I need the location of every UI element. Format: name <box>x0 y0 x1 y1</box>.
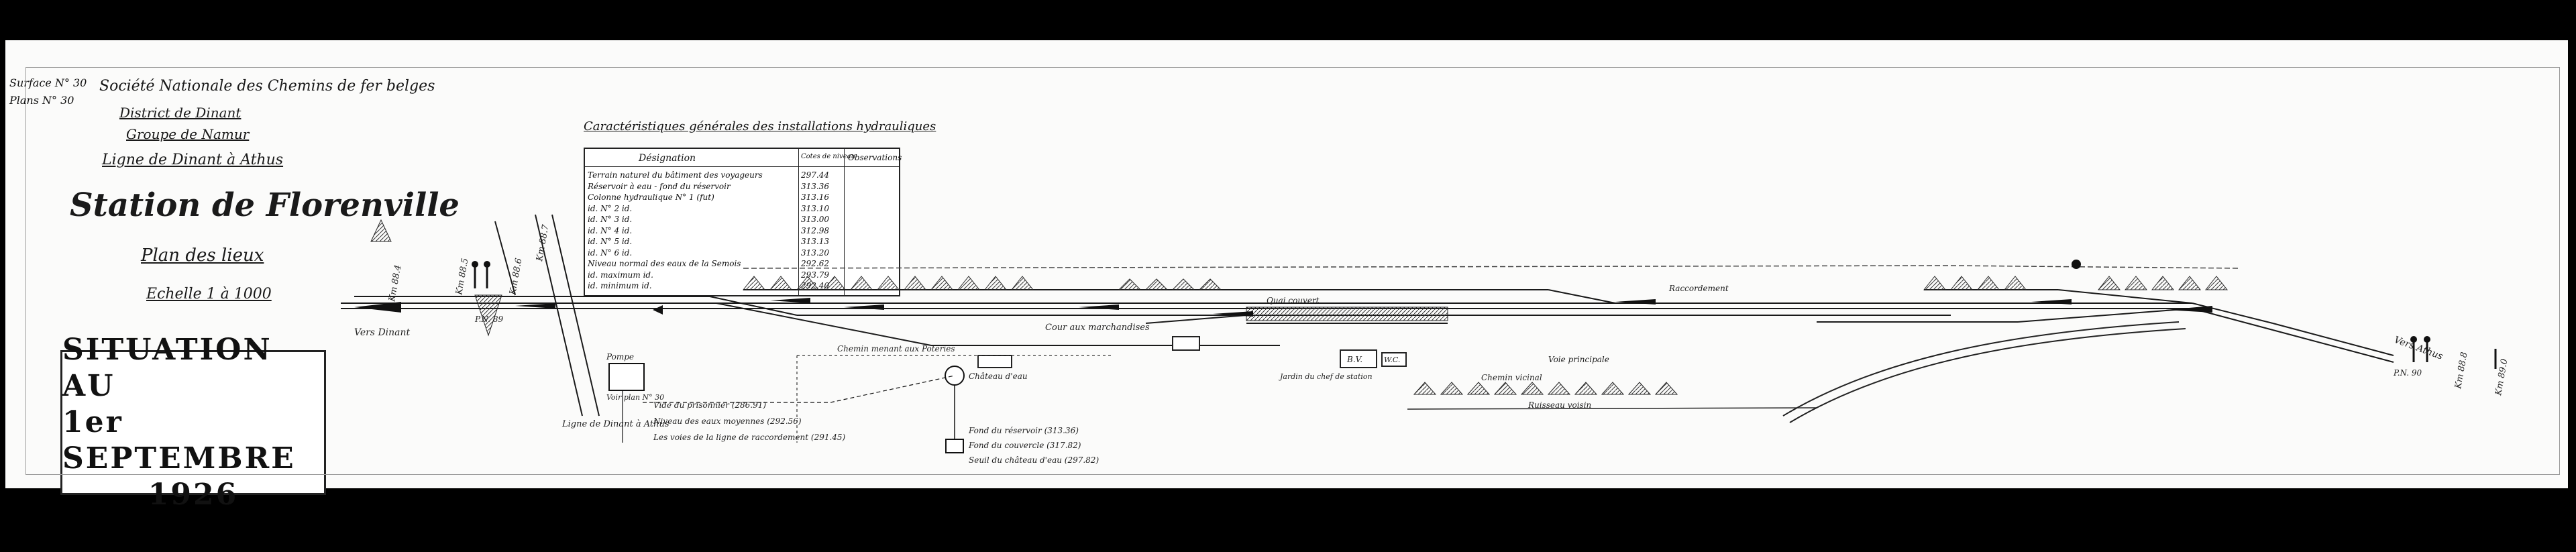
table-row: id. N° 3 id. 313.00 <box>588 215 896 227</box>
table-row: id. N° 5 id. 313.13 <box>588 237 896 249</box>
characteristics-title: Caractéristiques générales des installat… <box>584 119 936 133</box>
sheet-border <box>25 67 2560 475</box>
line-name: Ligne de Dinant à Athus <box>102 152 284 168</box>
table-row: Réservoir à eau - fond du réservoir 313.3… <box>588 182 896 194</box>
label-pompe: Pompe <box>606 352 634 362</box>
table-cell-designation: Niveau normal des eaux de la Semois <box>588 259 741 268</box>
table-row: id. N° 4 id. 312.98 <box>588 226 896 238</box>
stamp-line-1: SITUATION AU <box>62 333 272 403</box>
table-cell-designation: id. N° 4 id. <box>588 225 633 235</box>
situation-stamp: SITUATION AU 1er SEPTEMBRE 1926 <box>60 333 326 512</box>
table-cell-level: 313.13 <box>801 237 829 246</box>
chemin-vicinal-road <box>1789 328 2186 423</box>
label-cour-marchandises: Cour aux marchandises <box>1045 323 1150 333</box>
table-header-observations: Observations <box>848 153 902 162</box>
pump-house <box>608 363 645 391</box>
bridge-crossing <box>494 214 600 417</box>
table-cell-designation: id. minimum id. <box>588 281 652 290</box>
table-cell-level: 313.36 <box>801 181 829 191</box>
pompe-note: Niveau des eaux moyennes (292.56) <box>653 417 802 426</box>
signal-head <box>2072 260 2081 269</box>
scale-label: Echelle 1 à 1000 <box>146 286 272 302</box>
table-cell-level: 297.44 <box>801 170 829 180</box>
table-col-divider <box>798 149 799 295</box>
table-cell-level: 313.00 <box>801 215 829 224</box>
chemin-vicinal-road <box>1782 321 2180 417</box>
pompe-note: Les voies de la ligne de raccordement (2… <box>653 433 846 442</box>
table-cell-designation: id. N° 6 id. <box>588 247 633 258</box>
embankment-marks <box>742 276 2229 395</box>
pn-label: P.N. 90 <box>2393 368 2422 378</box>
table-cell-designation: id. N° 2 id. <box>588 203 633 213</box>
direction-arrow-dinant <box>354 302 401 313</box>
label-quai-couvert: Quai couvert <box>1267 296 1320 305</box>
plan-title: Plan des lieux <box>141 245 264 266</box>
label-wc: W.C. <box>1384 355 1400 364</box>
signal-head <box>2424 336 2430 343</box>
table-cell-designation: Colonne hydraulique N° 1 (fut) <box>588 192 714 202</box>
stamp-line-2: 1er SEPTEMBRE <box>62 405 296 476</box>
table-cell-designation: id. maximum id. <box>588 270 653 280</box>
label-vers-dinant: Vers Dinant <box>354 327 411 338</box>
label-chemin-menant: Chemin menant aux Poteries <box>837 344 955 353</box>
label-chateau-eau: Château d'eau <box>969 372 1028 381</box>
reservoir-note: Fond du réservoir (313.36) <box>968 426 1079 435</box>
table-col-divider <box>844 149 845 295</box>
signal-posts <box>474 266 2497 369</box>
signal-head <box>484 261 490 268</box>
label-bv: B.V. <box>1346 355 1362 364</box>
label-raccordement: Raccordement <box>1668 284 1729 293</box>
cour-shed <box>977 355 1012 368</box>
wc-building <box>1381 352 1407 367</box>
table-cell-designation: Réservoir à eau - fond du réservoir <box>588 181 731 191</box>
label-ligne: Ligne de Dinant à Athus <box>561 419 669 429</box>
shed-building <box>1172 336 1200 351</box>
table-cell-designation: id. N° 3 id. <box>588 215 633 224</box>
embankment-marks <box>370 219 392 242</box>
reservoir-box <box>945 439 964 453</box>
table-row: id. N° 6 id. 313.20 <box>588 248 896 260</box>
table-cell-level: 313.10 <box>801 203 829 213</box>
pump-pipe <box>830 375 955 403</box>
characteristics-table: Désignation Cotes de niveau Observations… <box>584 148 902 296</box>
ruisseau-line <box>1407 407 1817 410</box>
table-cell-designation: id. N° 5 id. <box>588 237 633 246</box>
table-row: Niveau normal des eaux de la Semois 292.6… <box>588 259 896 271</box>
stamp-line-3: 1926 <box>148 478 239 512</box>
table-row: Colonne hydraulique N° 1 (fut) 313.16 <box>588 192 896 205</box>
signal-head <box>472 261 478 268</box>
reservoir-note: Seuil du château d'eau (297.82) <box>969 455 1099 465</box>
label-jardin-chef: Jardin du chef de station <box>1279 372 1373 381</box>
table-header-rule <box>585 166 899 167</box>
label-voie-principale: Voie principale <box>1548 355 1609 364</box>
table-cell-designation: Terrain naturel du bâtiment des voyageur… <box>588 170 763 180</box>
table-row: Terrain naturel du bâtiment des voyageur… <box>588 170 896 182</box>
embankment-marks <box>474 294 502 337</box>
group-name: Groupe de Namur <box>126 126 250 142</box>
company-name: Société Nationale des Chemins de fer bel… <box>99 78 435 95</box>
bv-building <box>1340 349 1377 368</box>
plan-sheet: Surface N° 30 Plans N° 30 Société Nation… <box>5 40 2568 512</box>
label-ruisseau: Ruisseau voisin <box>1527 400 1591 410</box>
table-header-level: Cotes de niveau <box>801 153 856 160</box>
margin-note-surface: Surface N° 30 <box>9 76 87 89</box>
pompe-note: Vide du prisonnier (286.91) <box>653 400 766 410</box>
district-name: District de Dinant <box>119 105 241 121</box>
margin-note-plans: Plans N° 30 <box>9 94 74 107</box>
table-cell-level: 292.62 <box>801 259 829 268</box>
label-chemin-vicinal: Chemin vicinal <box>1481 373 1542 382</box>
track-plan: Vers Dinant Vers Athus Cour aux marchand… <box>341 214 2510 465</box>
table-row: id. N° 2 id. 313.10 <box>588 204 896 216</box>
table-cell-level: 313.16 <box>801 192 829 202</box>
signal-head <box>2410 336 2417 343</box>
boundary-line <box>743 265 1951 269</box>
table-header-designation: Désignation <box>639 153 696 164</box>
table-cell-level: 312.98 <box>801 225 829 235</box>
reservoir-note: Fond du couvercle (317.82) <box>968 441 1081 450</box>
label-pompe-info: Voir plan N° 30 <box>606 393 664 402</box>
table-cell-level: 313.20 <box>801 247 829 258</box>
station-title: Station de Florenville <box>70 186 460 224</box>
switch-marks <box>515 298 2212 317</box>
pn-label: P.N. 89 <box>474 315 503 324</box>
